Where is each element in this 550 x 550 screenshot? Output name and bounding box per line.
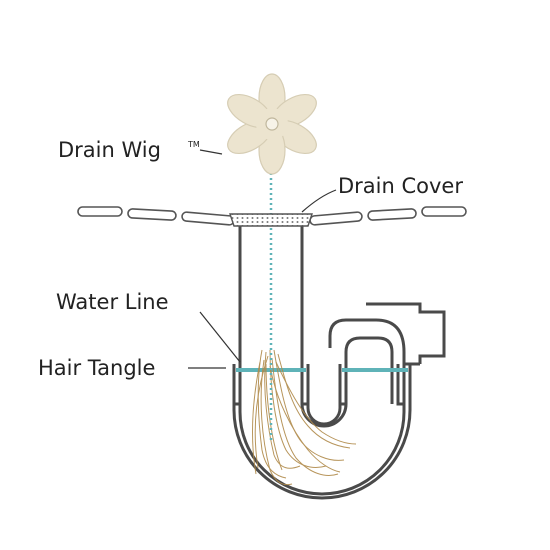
label-drain-wig: Drain Wig: [58, 138, 161, 162]
label-drain-cover: Drain Cover: [338, 174, 463, 198]
leader-lines: [188, 149, 337, 369]
label-trademark: TM: [187, 140, 200, 149]
sink-basin: [77, 206, 467, 226]
flower-icon: [227, 73, 317, 175]
trap-outline: [232, 364, 412, 500]
drain-grate-icon: [229, 213, 313, 227]
label-hair-tangle: Hair Tangle: [38, 356, 155, 380]
hair-tangle: [252, 349, 357, 486]
label-water-line: Water Line: [56, 290, 169, 314]
